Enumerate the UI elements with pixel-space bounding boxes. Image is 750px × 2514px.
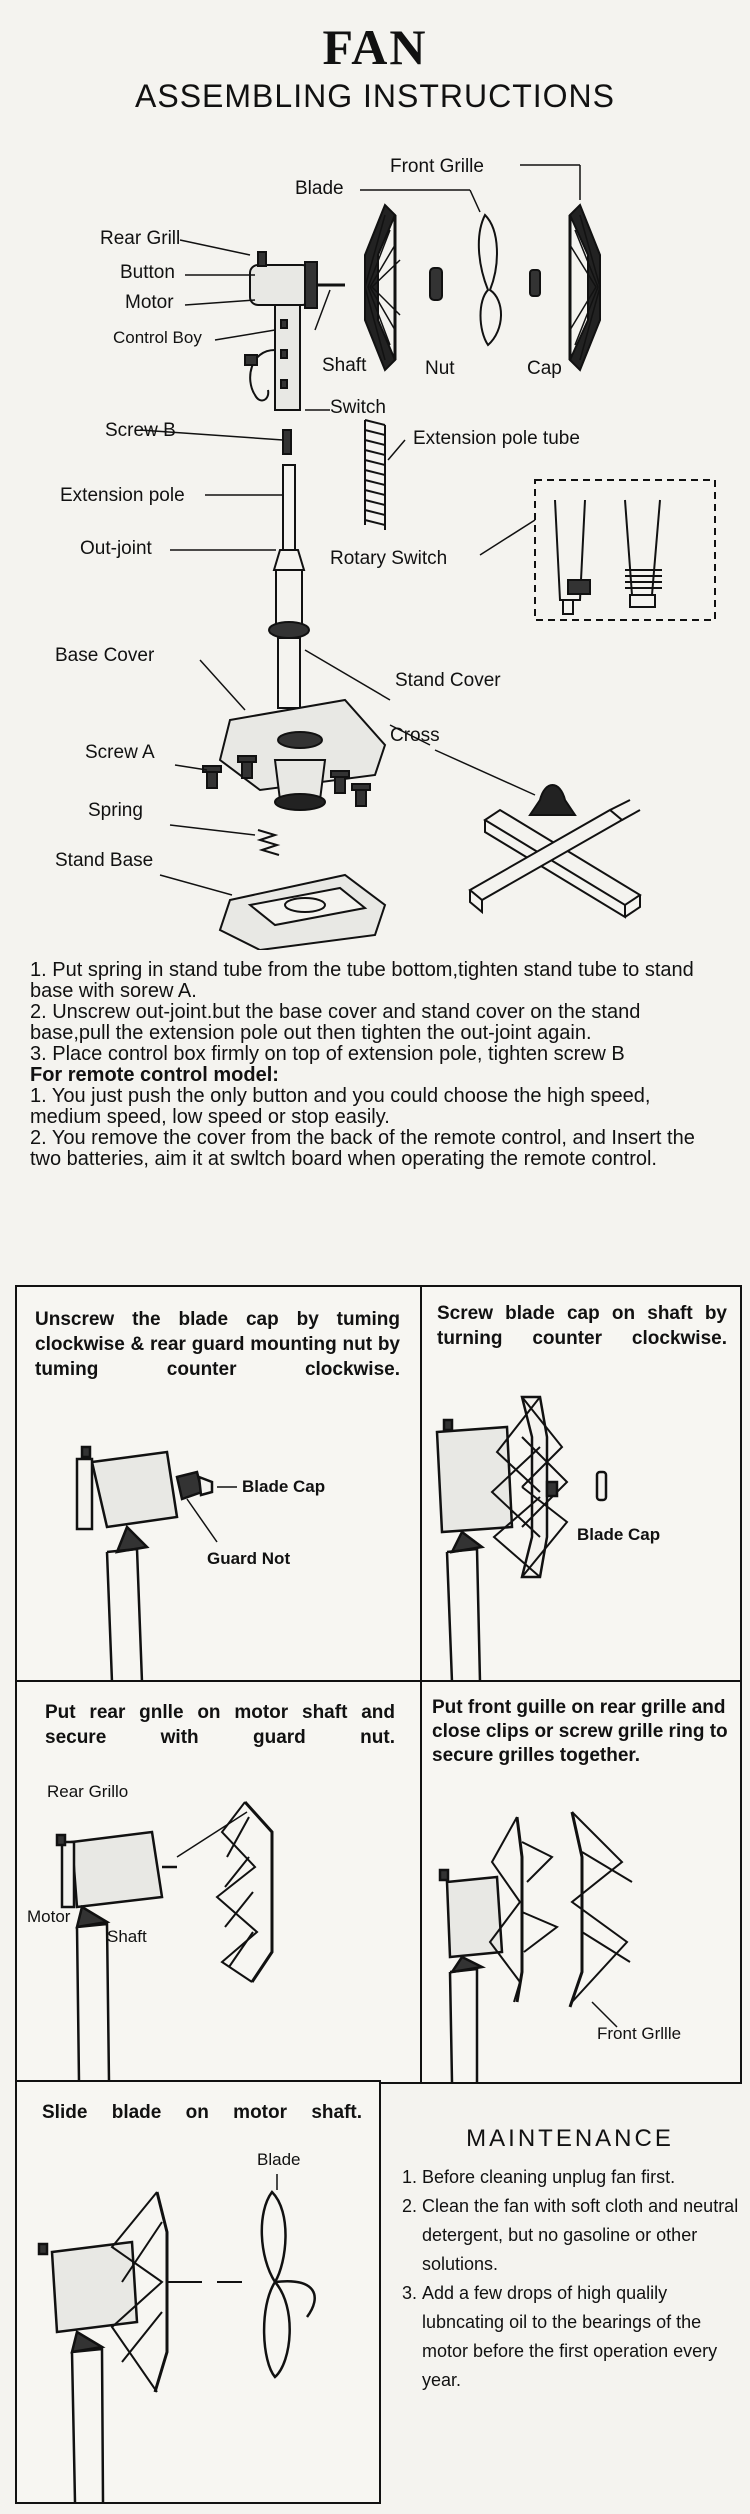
label-front-grille: Front Grille [390,156,484,178]
panel-3-illustration [17,1682,422,2082]
label-stand-base: Stand Base [55,850,153,872]
label-extension-pole: Extension pole [60,485,185,507]
panel-rear-grille: Put rear gnlle on motor shaft and secure… [15,1680,424,2084]
label-nut: Nut [425,358,455,380]
blade-shape [479,215,501,345]
nut-shape [430,268,442,300]
control-box-shape [245,305,300,410]
panel-1-label-nut: Guard Not [207,1549,290,1569]
label-cap: Cap [527,358,562,380]
panel-2-illustration [422,1287,740,1682]
label-switch: Switch [330,397,386,419]
panel-4-illustration [422,1682,740,2082]
maintenance-item: Before cleaning unplug fan first. [422,2163,740,2192]
panel-3-label-shaft: Shaft [107,1927,147,1947]
screw-b-shape [283,430,291,454]
label-out-joint: Out-joint [80,538,152,560]
panel-2-label-cap: Blade Cap [577,1525,660,1545]
instruction-step: 3. Place control box firmly on top of ex… [30,1044,720,1065]
label-screw-a: Screw A [85,742,155,764]
label-button: Button [120,262,175,284]
panel-1-label-cap: Blade Cap [242,1477,325,1497]
front-grille-shape [570,205,600,370]
panel-5-illustration [17,2082,379,2502]
extension-pole-tube-shape [365,420,385,530]
label-stand-cover: Stand Cover [395,670,501,692]
label-spring: Spring [88,800,143,822]
assembly-instructions: 1. Put spring in stand tube from the tub… [30,960,720,1170]
cap-shape [530,270,540,296]
motor-shape [250,252,345,308]
panel-front-grille: Put front guille on rear grille and clos… [420,1680,742,2084]
label-base-cover: Base Cover [55,645,154,667]
panel-5-label-blade: Blade [257,2150,300,2170]
panel-3-label-grille: Rear Grillo [47,1782,128,1802]
rear-grill-shape [365,205,400,370]
panel-unscrew-cap: Unscrew the blade cap by tuming clockwis… [15,1285,424,1684]
maintenance-item: Add a few drops of high qualily lubncati… [422,2279,740,2395]
label-rotary-switch: Rotary Switch [330,548,447,570]
label-screw-b: Screw B [105,420,176,442]
label-rear-grill: Rear Grill [100,228,180,250]
label-extension-pole-tube: Extension pole tube [413,428,580,450]
panel-4-label-grille: Front Grllle [597,2024,681,2044]
label-shaft: Shaft [322,355,366,377]
panel-1-illustration [17,1287,422,1682]
panel-3-label-motor: Motor [27,1907,70,1927]
label-cross: Cross [390,725,440,747]
spring-shape [258,830,279,855]
instruction-step: 2. Unscrew out-joint.but the base cover … [30,1002,720,1044]
maintenance-section: MAINTENANCE Before cleaning unplug fan f… [400,2125,740,2395]
remote-step: 1. You just push the only button and you… [30,1086,720,1128]
maintenance-title: MAINTENANCE [400,2125,740,2153]
label-motor: Motor [125,292,174,314]
stand-base-shape [220,875,385,950]
instruction-step: 1. Put spring in stand tube from the tub… [30,960,720,1002]
label-blade: Blade [295,178,344,200]
maintenance-list: Before cleaning unplug fan first. Clean … [400,2163,740,2395]
rotary-switch-detail [555,500,662,614]
extension-pole-shape [269,465,309,708]
cross-shape [470,800,640,917]
remote-heading: For remote control model: [30,1065,720,1086]
panel-slide-blade: Slide blade on motor shaft. Blade [15,2080,381,2504]
remote-step: 2. You remove the cover from the back of… [30,1128,720,1170]
stand-cover-shape [530,785,575,815]
maintenance-item: Clean the fan with soft cloth and neutra… [422,2192,740,2279]
panel-screw-cap: Screw blade cap on shaft by turning coun… [420,1285,742,1684]
label-control-box: Control Boy [113,328,202,348]
